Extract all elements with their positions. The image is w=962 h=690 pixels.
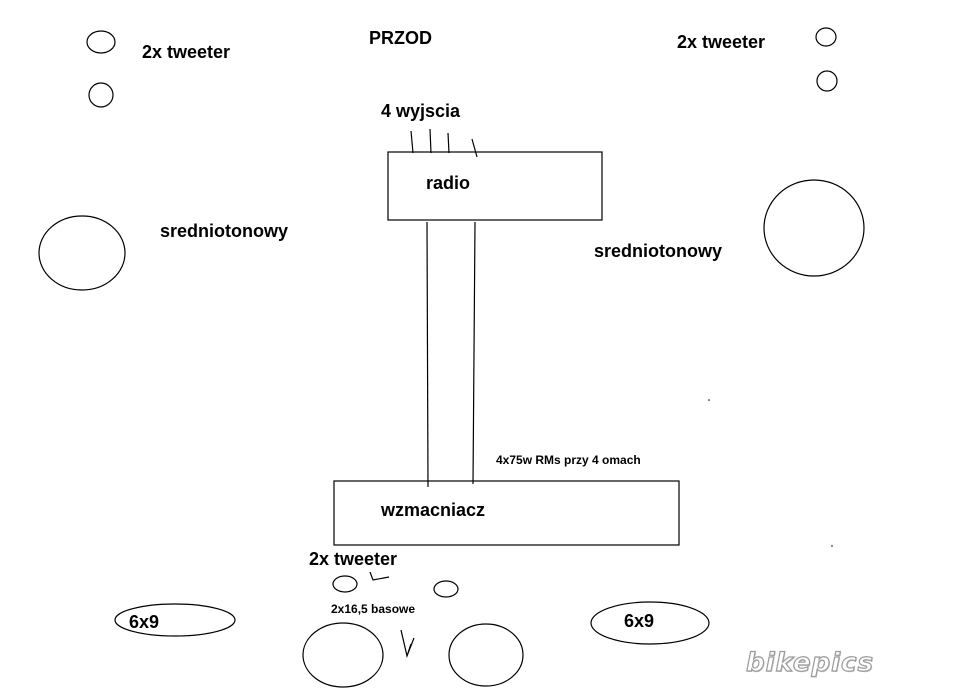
rear-tweeter-left	[332, 575, 358, 593]
cable-radio-to-amp-right	[472, 221, 476, 485]
front-left-tweeter-bottom	[88, 82, 114, 108]
sixbynine-right-label: 6x9	[624, 611, 655, 631]
bass-label: 2x16,5 basowe	[331, 602, 416, 616]
amplifier-label: wzmacniacz	[381, 500, 486, 520]
bass-right-speaker	[448, 623, 524, 687]
radio-output-lead-4	[471, 138, 478, 158]
midrange-right-speaker	[763, 179, 865, 277]
rear-tweeter-right	[433, 580, 459, 598]
radio-output-lead-3	[447, 132, 450, 154]
sixbynine-right-speaker	[590, 601, 710, 645]
amp-spec-label: 4x75w RMs przy 4 omach	[496, 453, 641, 467]
stray-dot	[831, 545, 833, 547]
front-right-tweeter-bottom	[816, 70, 838, 92]
bass-left-speaker	[302, 622, 384, 688]
cable-radio-to-amp-left	[426, 221, 429, 488]
radio-output-lead-2	[429, 128, 432, 154]
front-label: PRZOD	[369, 28, 432, 48]
midrange-left-label: sredniotonowy	[160, 221, 289, 241]
sixbynine-left-label: 6x9	[129, 612, 160, 632]
front-right-tweeter-top	[815, 27, 837, 47]
midrange-left-speaker	[38, 215, 126, 291]
radio-output-lead-1	[410, 130, 414, 154]
radio-label: radio	[426, 173, 471, 193]
tweeter-front-left-label: 2x tweeter	[142, 42, 231, 62]
midrange-right-label: sredniotonowy	[594, 241, 723, 261]
tweeter-rear-label: 2x tweeter	[309, 549, 398, 569]
outputs-label: 4 wyjscia	[381, 101, 461, 121]
radio-box	[387, 151, 603, 221]
stray-dot	[708, 399, 710, 401]
sixbynine-left-speaker	[114, 603, 236, 637]
bass-pointer-stroke	[400, 629, 415, 659]
front-left-tweeter-top	[86, 30, 116, 54]
watermark-logo: bikepics	[745, 648, 874, 678]
amplifier-box	[333, 480, 680, 546]
tweeter-front-right-label: 2x tweeter	[677, 32, 766, 52]
tweeter-pointer-stroke	[369, 571, 390, 581]
